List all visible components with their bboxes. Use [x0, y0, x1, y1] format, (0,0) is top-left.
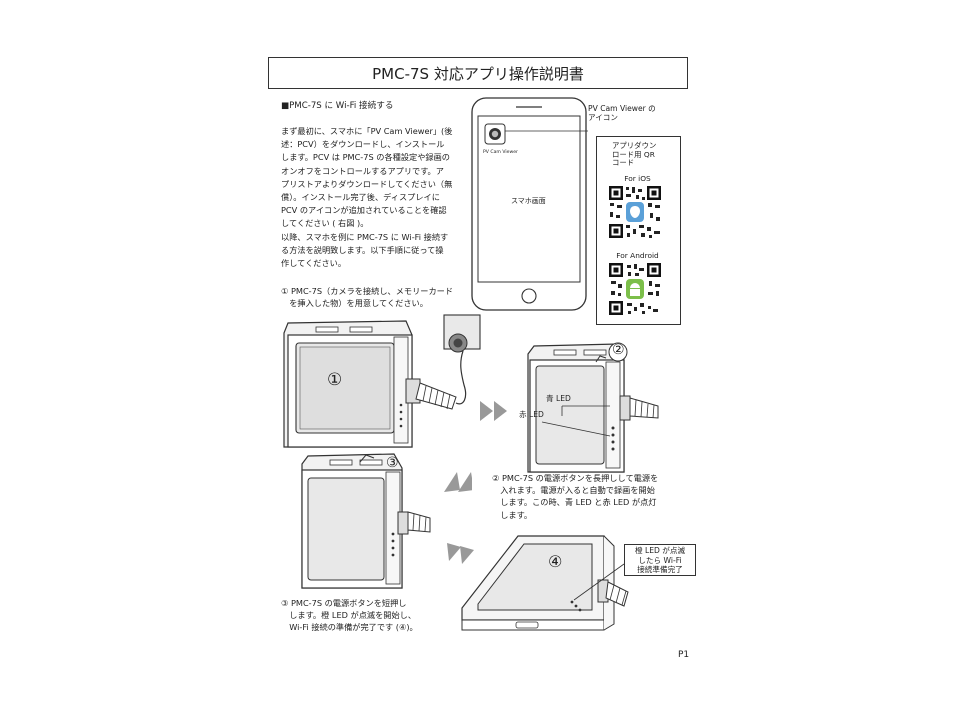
device-illustration-1	[283, 314, 481, 448]
intro-line: まず最初に、スマホに「PV Cam Viewer」(後	[281, 126, 453, 136]
intro-line: してください ( 右図 )。	[281, 218, 369, 229]
intro-line: オンオフをコントロールするアプリです。ア	[281, 165, 444, 176]
qr-android-label: For Android	[616, 251, 659, 260]
android-qr-code-icon[interactable]	[608, 262, 662, 316]
intro-line: PCV のアイコンが追加されていることを確認	[281, 205, 447, 216]
down-left-arrow-icon	[444, 472, 472, 492]
right-arrow-icon	[480, 401, 507, 421]
phone-screen-label: スマホ画面	[511, 197, 546, 205]
intro-line: 作してください。	[281, 258, 347, 269]
smartphone-illustration	[471, 97, 588, 311]
step-marker-2: ②	[612, 342, 625, 358]
device-illustration-2	[527, 342, 659, 473]
intro-line: 以降、スマホを例に PMC-7S に Wi-Fi 接続す	[281, 231, 449, 242]
intro-line: 述：PCV）をダウンロードし、インストール	[281, 139, 445, 150]
qr-panel-label: アプリダウン ロード用 QR コード	[612, 141, 657, 167]
orange-led-callout: 橙 LED が点滅 したら Wi-Fi 接続準備完了	[624, 544, 696, 576]
intro-line: る方法を説明致します。以下手順に従って操	[281, 244, 444, 255]
device-illustration-4	[461, 535, 629, 631]
blue-led-label: 青 LED	[546, 394, 571, 403]
page-number: P1	[678, 650, 690, 660]
intro-line: プリストアよりダウンロードしてください（無	[281, 178, 453, 189]
section-heading: ■PMC-7S に Wi-Fi 接続する	[281, 101, 394, 111]
step-1-text: ① PMC-7S（カメラを接続し、メモリーカード を挿入した物）を用意してくださ…	[281, 286, 454, 308]
down-right-arrow-icon	[447, 543, 474, 564]
device-illustration-3	[301, 453, 431, 589]
qr-ios-label: For iOS	[624, 174, 651, 183]
app-icon-label: PV Cam Viewer	[483, 150, 518, 155]
step-marker-1: ①	[327, 370, 343, 390]
app-icon-callout: PV Cam Viewer の アイコン	[588, 104, 656, 122]
document-title: PMC-7S 対応アプリ操作説明書	[268, 57, 688, 89]
document-title-text: PMC-7S 対応アプリ操作説明書	[372, 64, 584, 83]
intro-line: 償）。インストール完了後、ディスプレイに	[281, 192, 440, 203]
intro-paragraph: まず最初に、スマホに「PV Cam Viewer」(後 述：PCV）をダウンロー…	[281, 125, 461, 270]
step-3-text: ③ PMC-7S の電源ボタンを短押し します。橙 LED が点滅を開始し、 W…	[281, 598, 418, 633]
ios-qr-code-icon[interactable]	[608, 185, 662, 239]
step-marker-3: ③	[386, 455, 399, 471]
intro-line: します。PCV は PMC-7S の各種設定や録画の	[281, 152, 450, 163]
step-2-text: ② PMC-7S の電源ボタンを長押しして電源を 入れます。電源が入ると自動で録…	[492, 473, 659, 520]
step-marker-4: ④	[548, 552, 563, 571]
red-led-label: 赤 LED	[519, 410, 544, 419]
